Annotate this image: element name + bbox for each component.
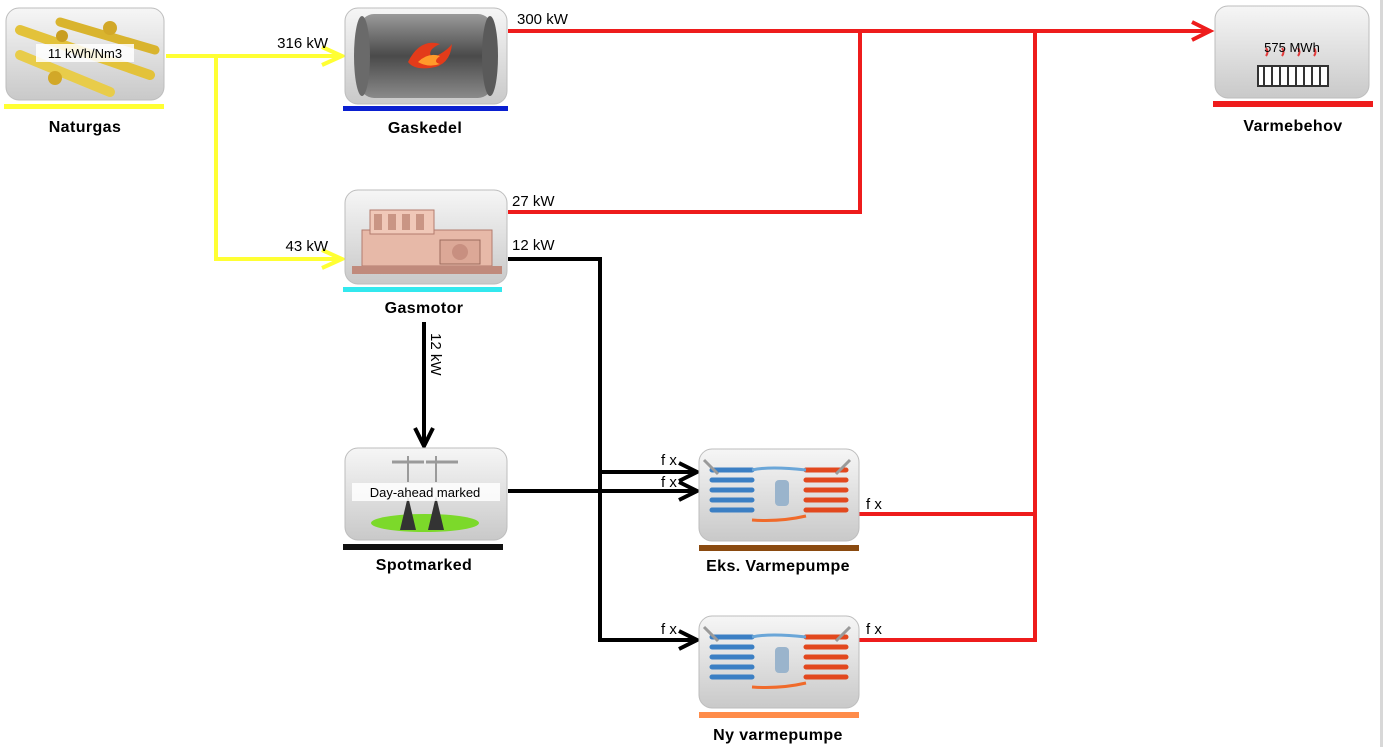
flow-label-ny-vp-out: f x	[866, 621, 882, 638]
window-edge	[1380, 0, 1383, 747]
flow-label-naturgas-gaskedel: 316 kW	[277, 35, 329, 52]
gaskedel-title: Gaskedel	[388, 120, 462, 137]
boiler-flame-icon	[354, 14, 498, 98]
gaskedel-color-bar	[343, 106, 508, 111]
naturgas-inner-label: 11 kWh/Nm3	[48, 46, 122, 61]
gas-engine-icon	[352, 209, 502, 274]
gas-flows	[166, 45, 347, 270]
flow-label-gasmotor-spot: 12 kW	[427, 333, 444, 376]
node-eks-varmepumpe[interactable]: Eks. Varmepumpe	[698, 448, 860, 575]
flow-labels: 316 kW 43 kW 300 kW 27 kW 12 kW 12 kW f …	[277, 11, 882, 638]
arrow-head-varmebehov	[1191, 20, 1215, 42]
spotmarked-title: Spotmarked	[376, 557, 472, 574]
flow-label-eks-vp-out: f x	[866, 496, 882, 513]
eks-vp-title: Eks. Varmepumpe	[706, 558, 850, 575]
node-naturgas[interactable]: 11 kWh/Nm3 Naturgas	[4, 7, 165, 136]
heat-pump-icon	[702, 625, 852, 689]
node-varmebehov[interactable]: 575 MWh Varmebehov	[1213, 5, 1373, 135]
naturgas-color-bar	[4, 104, 164, 109]
arrow-head-ny-vp	[678, 629, 702, 651]
flow-line-ny-vp-heat	[858, 514, 1037, 642]
flow-label-gasmotor-power: 12 kW	[512, 237, 555, 254]
naturgas-title: Naturgas	[49, 119, 122, 136]
flow-line-gasmotor-power	[508, 257, 695, 642]
varmebehov-color-bar	[1213, 101, 1373, 107]
flow-label-gasmotor-heat: 27 kW	[512, 193, 555, 210]
eks-vp-color-bar	[699, 545, 859, 551]
gasmotor-title: Gasmotor	[385, 300, 464, 317]
heat-flows	[508, 20, 1215, 642]
arrow-head-gaskedel	[321, 45, 347, 67]
power-pylon-icon	[371, 456, 479, 532]
ny-vp-color-bar	[699, 712, 859, 718]
arrow-head-gasmotor	[321, 248, 347, 270]
flow-line-gasmotor-heat	[508, 31, 862, 214]
flow-label-gaskedel-varmebehov: 300 kW	[517, 11, 569, 28]
flow-label-eks-vp-in-b: f x	[661, 474, 677, 491]
node-ny-varmepumpe[interactable]: Ny varmepumpe	[698, 615, 860, 744]
flow-label-eks-vp-in-a: f x	[661, 452, 677, 469]
arrow-head-eks-vp-b	[678, 480, 702, 502]
node-gaskedel[interactable]: Gaskedel	[343, 7, 508, 137]
ny-vp-title: Ny varmepumpe	[713, 727, 843, 744]
flow-line-naturgas-gasmotor	[214, 56, 340, 261]
node-spotmarked[interactable]: Day-ahead marked Spotmarked	[343, 447, 508, 574]
node-gasmotor[interactable]: Gasmotor	[343, 189, 508, 317]
arrow-head-spotmarked	[413, 427, 435, 451]
flow-label-ny-vp-in: f x	[661, 621, 677, 638]
varmebehov-inner-label: 575 MWh	[1264, 40, 1320, 55]
gasmotor-color-bar	[343, 287, 502, 292]
power-flows	[413, 257, 702, 651]
spotmarked-inner-label: Day-ahead marked	[370, 485, 481, 500]
spotmarked-color-bar	[343, 544, 503, 550]
varmebehov-title: Varmebehov	[1243, 118, 1342, 135]
flow-label-naturgas-gasmotor: 43 kW	[285, 238, 328, 255]
arrow-head-eks-vp-a	[678, 461, 702, 483]
radiator-icon	[1257, 47, 1329, 87]
heat-pump-icon	[702, 458, 852, 522]
flow-line-eks-vp-heat	[858, 31, 1037, 516]
